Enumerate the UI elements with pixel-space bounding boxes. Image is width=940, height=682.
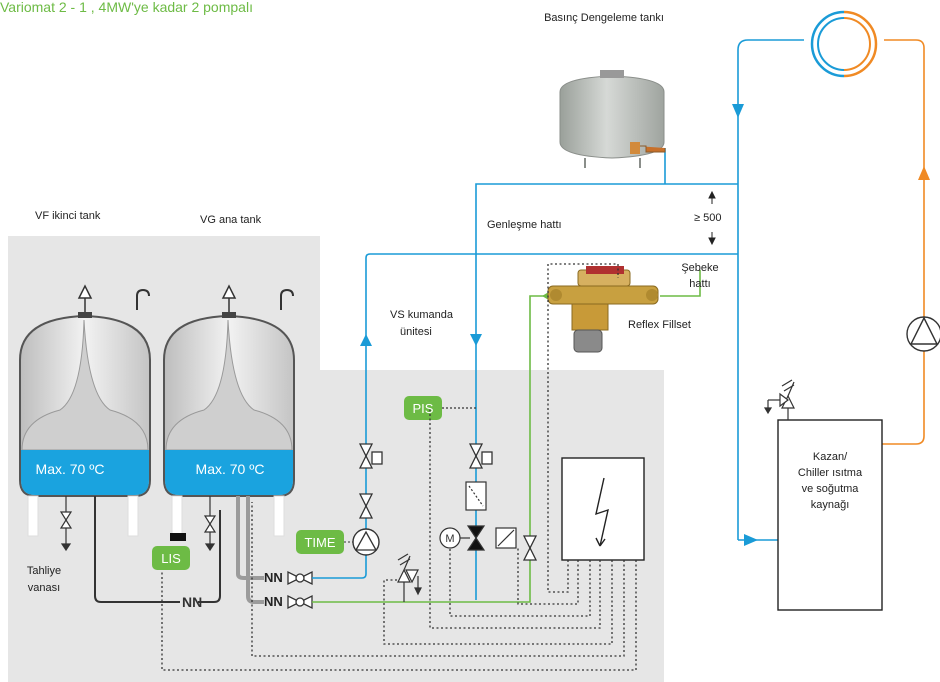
vg-tank-label: VG ana tank <box>200 214 262 226</box>
fillset-label: Reflex Fillset <box>628 319 691 331</box>
motor-m-label: M <box>445 533 454 545</box>
boiler-chiller-box <box>777 419 883 611</box>
pressure-expansion-vessel <box>559 70 666 168</box>
flow-arrow-right-icon <box>744 534 758 546</box>
reflex-fillset-device <box>547 266 659 353</box>
tank-connection-pipe <box>94 496 180 603</box>
vg-main-tank <box>163 288 295 537</box>
flex-hose-icon: NN <box>182 594 202 610</box>
vf-tank-label: VF ikinci tank <box>35 210 101 222</box>
fresh-water-line <box>312 270 701 603</box>
signal-wiring <box>161 263 637 671</box>
drain-valve-label-2: vanası <box>28 582 60 594</box>
boiler-label-2: Chiller ısıtma <box>798 467 863 479</box>
overflow-valve-icon <box>397 553 422 602</box>
vg-outlet-pipes <box>236 496 264 604</box>
time-badge-label: TIME <box>304 535 335 550</box>
vf-water-level-label: Max. 70 ºC <box>36 461 105 477</box>
vs-unit-label-2: ünitesi <box>400 326 432 338</box>
circulation-pump-icon <box>906 316 940 352</box>
drain-valve-label-1: Tahliye <box>27 565 61 577</box>
safety-valve-icon <box>763 379 795 420</box>
pis-badge-label: PIS <box>413 401 434 416</box>
boiler-label-3: ve soğutma <box>802 483 860 495</box>
motor-control-valve-icon <box>439 525 486 551</box>
boiler-label-1: Kazan/ <box>813 451 848 463</box>
return-line-orange <box>882 39 925 445</box>
control-cabinet <box>561 457 645 561</box>
vent-valve-icon <box>77 284 237 312</box>
flow-arrow-up-icon <box>360 334 372 346</box>
lis-badge-label: LIS <box>161 551 181 566</box>
flow-arrow-up-icon <box>918 166 930 180</box>
pressure-tank-label: Basınç Dengeleme tankı <box>544 12 664 24</box>
flex-hose-icon: NN <box>264 570 283 585</box>
flex-hose-icon: NN <box>264 594 283 609</box>
expansion-return-pipe <box>312 253 738 579</box>
lis-badge <box>152 546 190 570</box>
flow-arrow-down-icon <box>732 104 744 118</box>
min-distance-label: ≥ 500 <box>694 212 721 224</box>
supply-line-blue <box>737 39 804 540</box>
time-badge <box>296 530 344 554</box>
vg-water-level-label: Max. 70 ºC <box>196 461 265 477</box>
distance-arrow-icon <box>708 190 716 246</box>
level-sensor-icon <box>170 533 186 541</box>
vs-unit-label-1: VS kumanda <box>390 309 454 321</box>
drain-valve-icon <box>59 496 217 552</box>
dirt-filter-icon <box>465 481 487 511</box>
expansion-line-label: Genleşme hattı <box>487 219 562 231</box>
diagram-title: Variomat 2 - 1 , 4MW'ye kadar 2 pompalı <box>0 0 253 15</box>
mains-line-label-1: Şebeke <box>681 262 718 274</box>
heat-consumer-icon <box>810 10 878 78</box>
flow-arrow-down-icon <box>470 334 482 346</box>
vf-secondary-tank <box>19 288 151 537</box>
boiler-label-4: kaynağı <box>811 499 850 511</box>
shutoff-valve-icon <box>358 443 538 561</box>
pis-badge <box>404 396 442 420</box>
solenoid-valve-icon <box>495 527 517 549</box>
mains-line-label-2: hattı <box>689 278 710 290</box>
vs-pump-icon <box>352 528 380 556</box>
